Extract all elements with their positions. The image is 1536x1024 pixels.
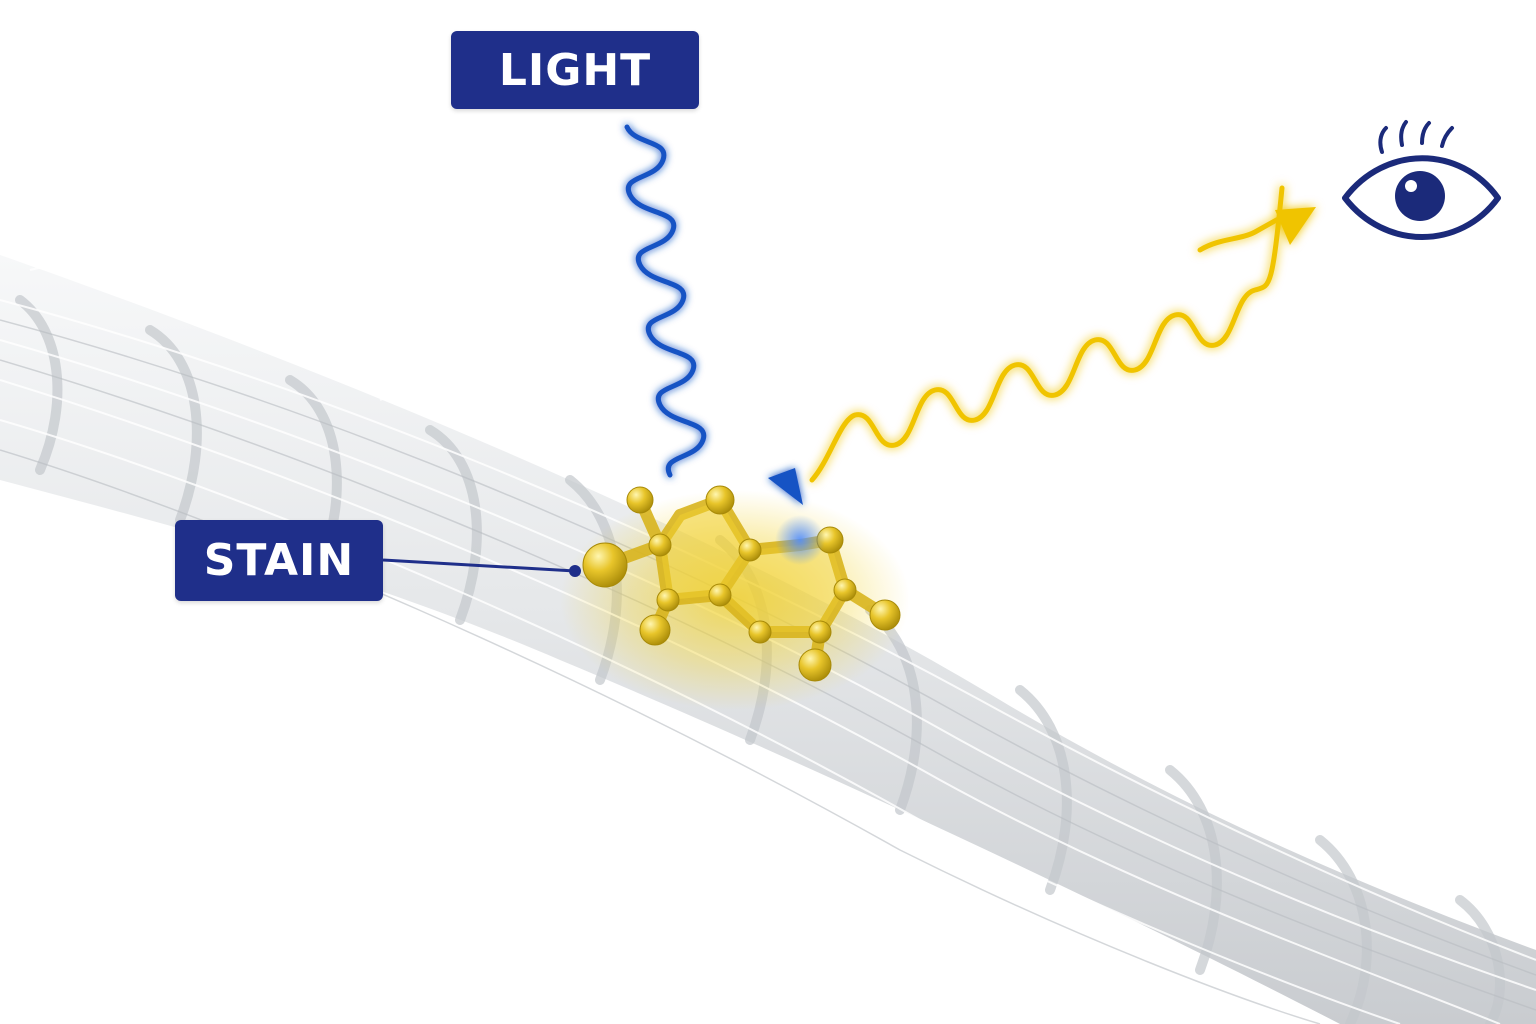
molecule-ring-right [720,540,845,632]
light-impact-spot [775,515,825,565]
reflected-light-arrowhead [1275,207,1316,245]
reflected-light-wave [809,185,1316,483]
molecule-ring-left [660,500,750,600]
incoming-light-arrowhead [768,468,803,505]
eye-lashes [1378,120,1454,154]
incoming-light-wave [624,124,803,505]
rope-fibers [0,264,1536,1024]
stain-label: STAIN [175,520,383,601]
molecule-icon [582,485,901,682]
eye-icon [1342,120,1501,240]
stain-pointer [382,558,581,577]
light-label: LIGHT [451,31,699,109]
